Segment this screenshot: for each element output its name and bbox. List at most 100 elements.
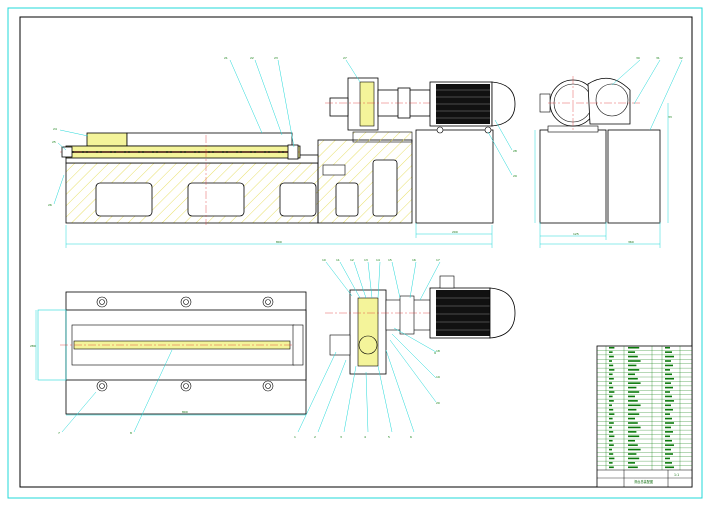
plan-height-dim: 280 [30,344,36,348]
bom-cell-text [665,408,673,411]
bom-cell-text [665,453,673,455]
bom-cell-text [665,448,671,451]
bom-cell-text [609,408,614,411]
part-number-label: 23 [274,56,278,60]
bom-cell-text [665,355,674,358]
bom-cell-text [665,466,674,469]
bom-cell-text [609,466,614,469]
part-number-label: 16 [412,258,416,262]
bom-cell-text [609,426,612,429]
bom-cell-text [665,426,671,429]
part-number-label: 33 [668,115,672,119]
part-number-label: 7 [58,431,60,435]
bom-cell-text [628,395,635,398]
bom-cell-text [665,364,673,367]
bom-cell-text [609,355,614,358]
bom-cell-text [628,417,635,420]
bom-cell-text [665,431,673,433]
part-number-label: 32 [679,56,683,60]
bom-cell-text [665,373,672,376]
side-view-leaders [611,59,683,131]
bom-cell-text [628,466,638,469]
front-overall-dim: 800 [276,240,282,244]
part-number-label: 3 [340,435,342,439]
part-number-label: 31 [656,56,660,60]
bom-cell-text [628,426,641,429]
bom-cell-text [628,462,635,464]
part-number-label: 6 [410,435,412,439]
bom-cell-text [609,448,612,451]
bom-cell-text [609,377,614,380]
bom-cell-text [609,369,615,371]
side-left-dim: 125 [573,232,579,236]
bom-cell-text [665,439,672,442]
part-number-label: 13 [364,258,368,262]
part-number-label: 9 [434,351,436,355]
part-number-label: 8 [130,431,132,435]
side-overall-dim: 360 [628,240,634,244]
bom-cell-text [628,386,637,389]
bom-cell-text [628,360,641,362]
part-number-label: 21 [224,56,228,60]
bom-cell-text [665,422,674,424]
bom-cell-text [609,400,614,402]
bom-cell-text [665,457,670,460]
front-view [60,77,516,248]
bom-cell-text [665,435,670,438]
bom-cell-text [628,431,637,433]
part-number-label: 20 [436,401,440,405]
part-number-label: 11 [336,258,340,262]
bom-cell-text [609,373,613,376]
bom-cell-text [665,400,674,402]
bom-cell-text [609,417,613,420]
bom-cell-text [628,457,640,460]
bom-cell-text [609,395,613,398]
bom-cell-text [609,439,613,442]
bom-cell-text [665,462,672,464]
part-number-label: 19 [436,375,440,379]
bom-cell-text [609,444,614,446]
bom-cell-text [628,346,640,349]
side-view [534,76,669,248]
bom-cell-text [609,346,615,349]
bom-cell-text [628,391,640,393]
bom-cell-text [628,413,640,415]
bom-cell-text [609,391,615,393]
bom-cell-text [628,404,641,407]
bom-cell-text [609,435,615,438]
part-number-label: 15 [388,258,392,262]
title-block-scale: 1:1 [674,473,679,477]
bom-cell-text [665,417,672,420]
part-number-label: 29 [513,174,517,178]
part-number-label: 12 [350,258,354,262]
bom-cell-text [665,351,672,353]
bom-cell-text [665,346,670,349]
part-number-label: 17 [436,258,440,262]
bom-cell-text [628,373,635,376]
bom-cell-text [628,448,641,451]
title-block-name: 滑台总装配图 [634,479,653,484]
bom-cell-text [628,453,637,455]
part-number-label: 18 [436,349,440,353]
bom-cell-text [628,400,638,402]
bom-cell-text [628,369,640,371]
part-number-label: 14 [376,258,380,262]
part-number-label: 24 [53,127,57,131]
bom-cell-text [609,457,615,460]
bom-cell-text [628,351,635,353]
plan-view-leaders [61,261,441,433]
bom-cell-text [665,360,671,362]
bom-cell-text [609,360,612,362]
bom-cell-text [628,355,638,358]
part-number-label: 1 [294,435,296,439]
bom-cell-text [609,364,614,367]
part-number-label: 30 [636,56,640,60]
bom-cell-text [609,382,612,384]
bom-cell-text [665,404,671,407]
bom-cell-text [628,422,638,424]
bom-cell-text [609,462,613,464]
bom-cell-text [609,422,614,424]
part-number-label: 4 [364,435,366,439]
